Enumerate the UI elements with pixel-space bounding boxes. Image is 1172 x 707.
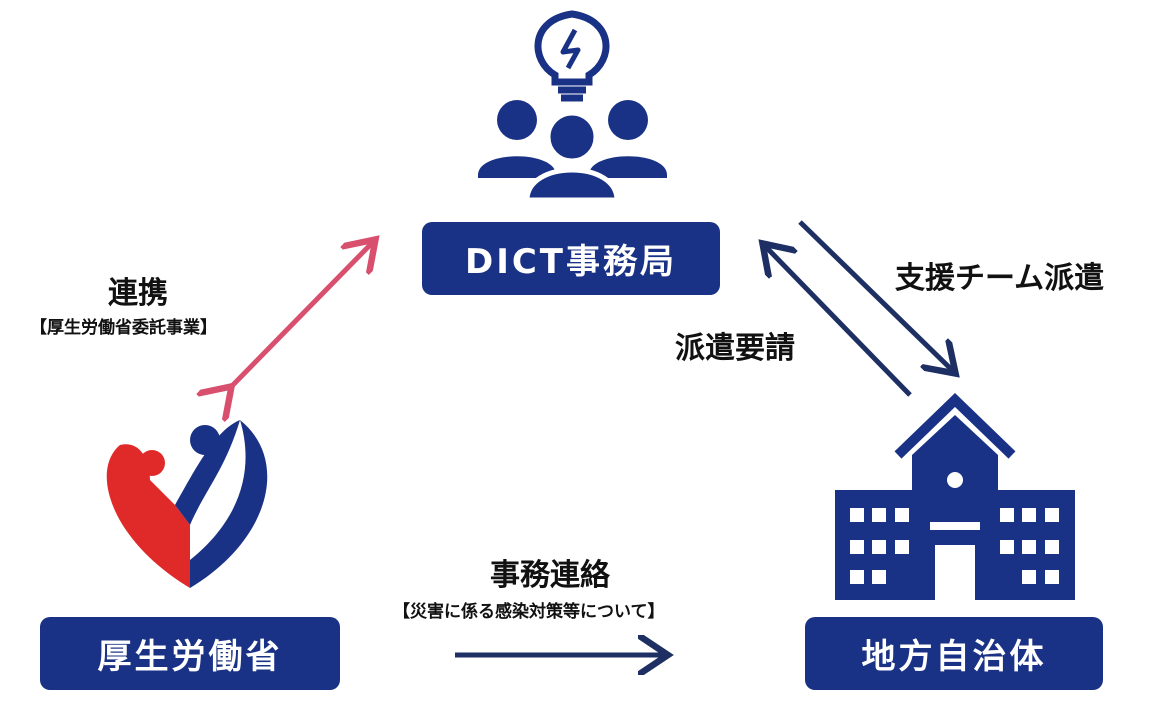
- dispatch-request-arrow: [766, 247, 912, 397]
- notice-sub-label: 【災害に係る感染対策等について】: [393, 602, 665, 622]
- dispatch-request-label: 派遣要請: [675, 331, 795, 366]
- dict-office-box: DICT事務局: [422, 222, 720, 295]
- lightbulb-icon: [534, 10, 610, 102]
- local-government-building-icon: [835, 393, 1075, 600]
- local-government-box: 地方自治体: [805, 617, 1103, 690]
- mhlw-box: 厚生労働省: [40, 617, 340, 690]
- mhlw-logo: [106, 420, 268, 588]
- cooperation-label: 連携: [108, 276, 168, 311]
- dispatch-team-arrow: [798, 220, 952, 370]
- cooperation-sub-label: 【厚生労働省委託事業】: [30, 318, 217, 338]
- cooperation-arrow: [228, 243, 372, 390]
- dispatch-team-label: 支援チーム派遣: [895, 261, 1105, 296]
- team-icon: [478, 100, 667, 203]
- notice-label: 事務連絡: [490, 558, 610, 593]
